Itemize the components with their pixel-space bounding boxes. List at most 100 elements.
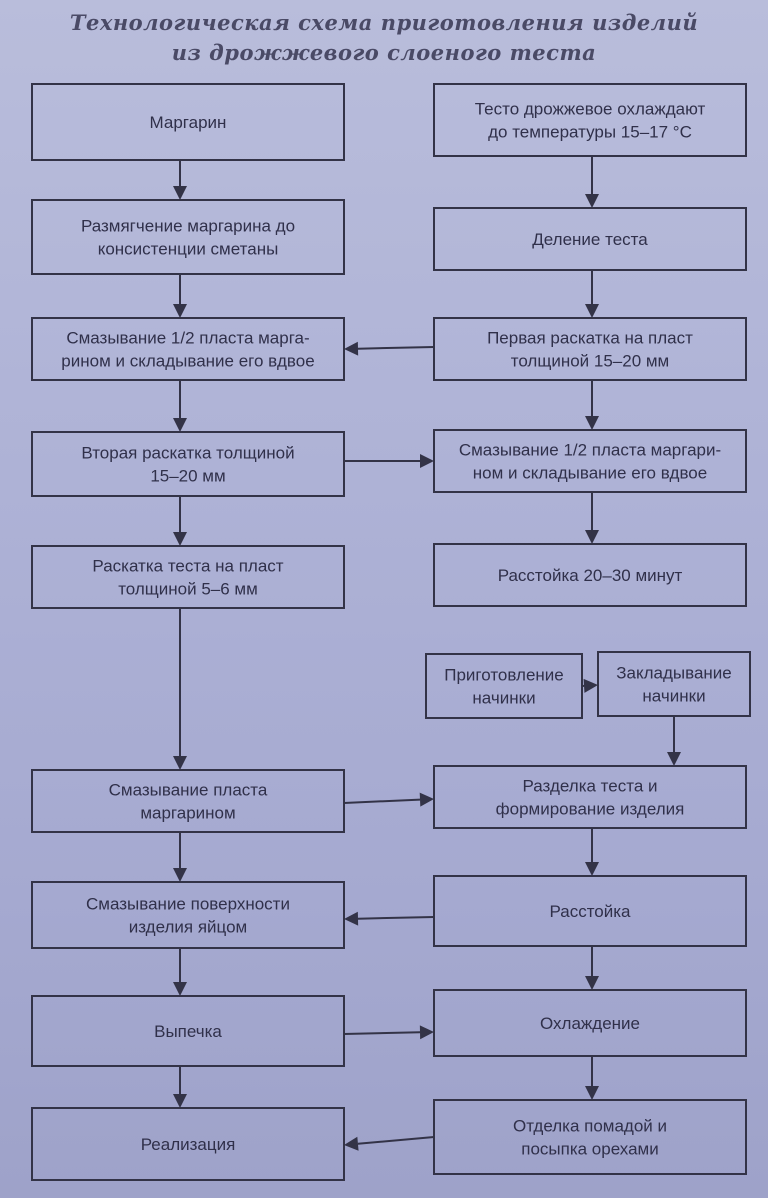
flow-arrow-margarine-to-softening (173, 160, 187, 200)
node-label: Закладывание (616, 664, 732, 683)
flow-node-filling-prep: Приготовление начинки (425, 653, 583, 719)
node-label: посыпка орехами (521, 1140, 659, 1159)
arrowhead-icon (419, 792, 434, 807)
node-box (31, 1107, 345, 1181)
node-label: Приготовление (444, 666, 563, 685)
flow-arrow-rolling-5-6-to-spread-margarine (173, 608, 187, 770)
flow-arrow-egg-wash-to-baking (173, 948, 187, 996)
flow-arrow-finishing-to-sale (344, 1136, 435, 1151)
flow-node-dough-division: Деление теста (433, 207, 747, 271)
node-label: Реализация (141, 1135, 236, 1154)
node-label: Размягчение маргарина до (81, 217, 295, 236)
node-label: до температуры 15–17 °С (488, 123, 692, 142)
node-label: Маргарин (150, 113, 227, 132)
arrowhead-icon (173, 532, 187, 546)
flow-node-proofing: Расстойка (433, 875, 747, 947)
node-label: Разделка теста и (523, 777, 658, 796)
arrowhead-icon (173, 1094, 187, 1108)
flow-arrow-proofing-to-cooling (585, 946, 599, 990)
arrow-line (357, 1136, 435, 1145)
node-label: Выпечка (154, 1022, 222, 1041)
node-box (433, 765, 747, 829)
arrowhead-icon (585, 530, 599, 544)
arrowhead-icon (344, 1136, 359, 1151)
flow-node-egg-wash: Смазывание поверхности изделия яйцом (31, 881, 345, 949)
arrowhead-icon (173, 304, 187, 318)
node-label: Отделка помадой и (513, 1117, 667, 1136)
flow-arrow-first-rolling-to-spread-half-left (344, 341, 435, 356)
flow-arrow-dough-cooling-to-dough-division (585, 156, 599, 208)
node-label: Вторая раскатка толщиной (81, 444, 294, 463)
flow-arrow-filling-prep-to-filling-insert (581, 678, 598, 693)
node-label: начинки (472, 689, 535, 708)
node-label: толщиной 15–20 мм (511, 352, 670, 371)
node-label: начинки (642, 687, 705, 706)
node-box (433, 429, 747, 493)
node-box (433, 989, 747, 1057)
arrowhead-icon (585, 976, 599, 990)
arrowhead-icon (344, 911, 359, 926)
node-label: Расстойка 20–30 минут (498, 566, 683, 585)
node-label: Смазывание поверхности (86, 895, 290, 914)
arrowhead-icon (585, 1086, 599, 1100)
flow-arrow-spread-half-left-to-second-rolling (173, 380, 187, 432)
node-box (31, 317, 345, 381)
flow-arrow-second-rolling-to-spread-half-right (344, 454, 434, 468)
flow-node-cooling: Охлаждение (433, 989, 747, 1057)
flow-node-dough-cooling: Тесто дрожжевое охлаждают до температуры … (433, 83, 747, 157)
node-box (31, 769, 345, 833)
diagram-title-line-2: из дрожжевого слоеного теста (171, 40, 597, 65)
node-label: маргарином (140, 804, 235, 823)
node-label: Смазывание 1/2 пласта марга- (66, 329, 309, 348)
node-box (433, 317, 747, 381)
node-label: консистенции сметаны (98, 240, 279, 259)
arrowhead-icon (585, 862, 599, 876)
arrowhead-icon (585, 304, 599, 318)
node-box (433, 207, 747, 271)
arrowhead-icon (420, 454, 434, 468)
node-label: рином и складывание его вдвое (61, 352, 314, 371)
node-label: Раскатка теста на пласт (92, 557, 283, 576)
flow-arrow-second-rolling-to-rolling-5-6 (173, 496, 187, 546)
node-label: Расстойка (549, 902, 631, 921)
arrowhead-icon (419, 1025, 434, 1040)
node-box (433, 83, 747, 157)
arrowhead-icon (585, 194, 599, 208)
node-box (31, 881, 345, 949)
node-box (31, 545, 345, 609)
node-label: Деление теста (532, 230, 648, 249)
node-box (425, 653, 583, 719)
flow-node-margarine: Маргарин (31, 83, 345, 161)
arrowhead-icon (173, 756, 187, 770)
node-label: ном и складывание его вдвое (473, 464, 707, 483)
flow-arrow-proofing-to-egg-wash (344, 911, 435, 926)
node-box (433, 543, 747, 607)
flow-arrow-shaping-to-proofing (585, 828, 599, 876)
arrow-line (343, 798, 421, 804)
flow-arrow-cooling-to-finishing (585, 1056, 599, 1100)
node-box (31, 199, 345, 275)
node-label: изделия яйцом (129, 918, 247, 937)
node-label: Охлаждение (540, 1014, 640, 1033)
arrow-line (357, 346, 435, 350)
node-box (31, 431, 345, 497)
flow-arrow-baking-to-sale (173, 1066, 187, 1108)
flow-arrow-filling-insert-to-shaping (667, 716, 681, 766)
node-box (433, 875, 747, 947)
node-label: Тесто дрожжевое охлаждают (475, 100, 706, 119)
node-box (31, 995, 345, 1067)
arrowhead-icon (173, 186, 187, 200)
flow-node-sale: Реализация (31, 1107, 345, 1181)
arrowhead-icon (344, 341, 359, 356)
flow-arrow-baking-to-cooling (343, 1025, 434, 1040)
node-label: Смазывание пласта (109, 781, 268, 800)
flow-arrow-spread-margarine-to-egg-wash (173, 832, 187, 882)
flow-arrow-spread-half-right-to-proofing-20-30 (585, 492, 599, 544)
arrowhead-icon (173, 982, 187, 996)
flow-node-baking: Выпечка (31, 995, 345, 1067)
